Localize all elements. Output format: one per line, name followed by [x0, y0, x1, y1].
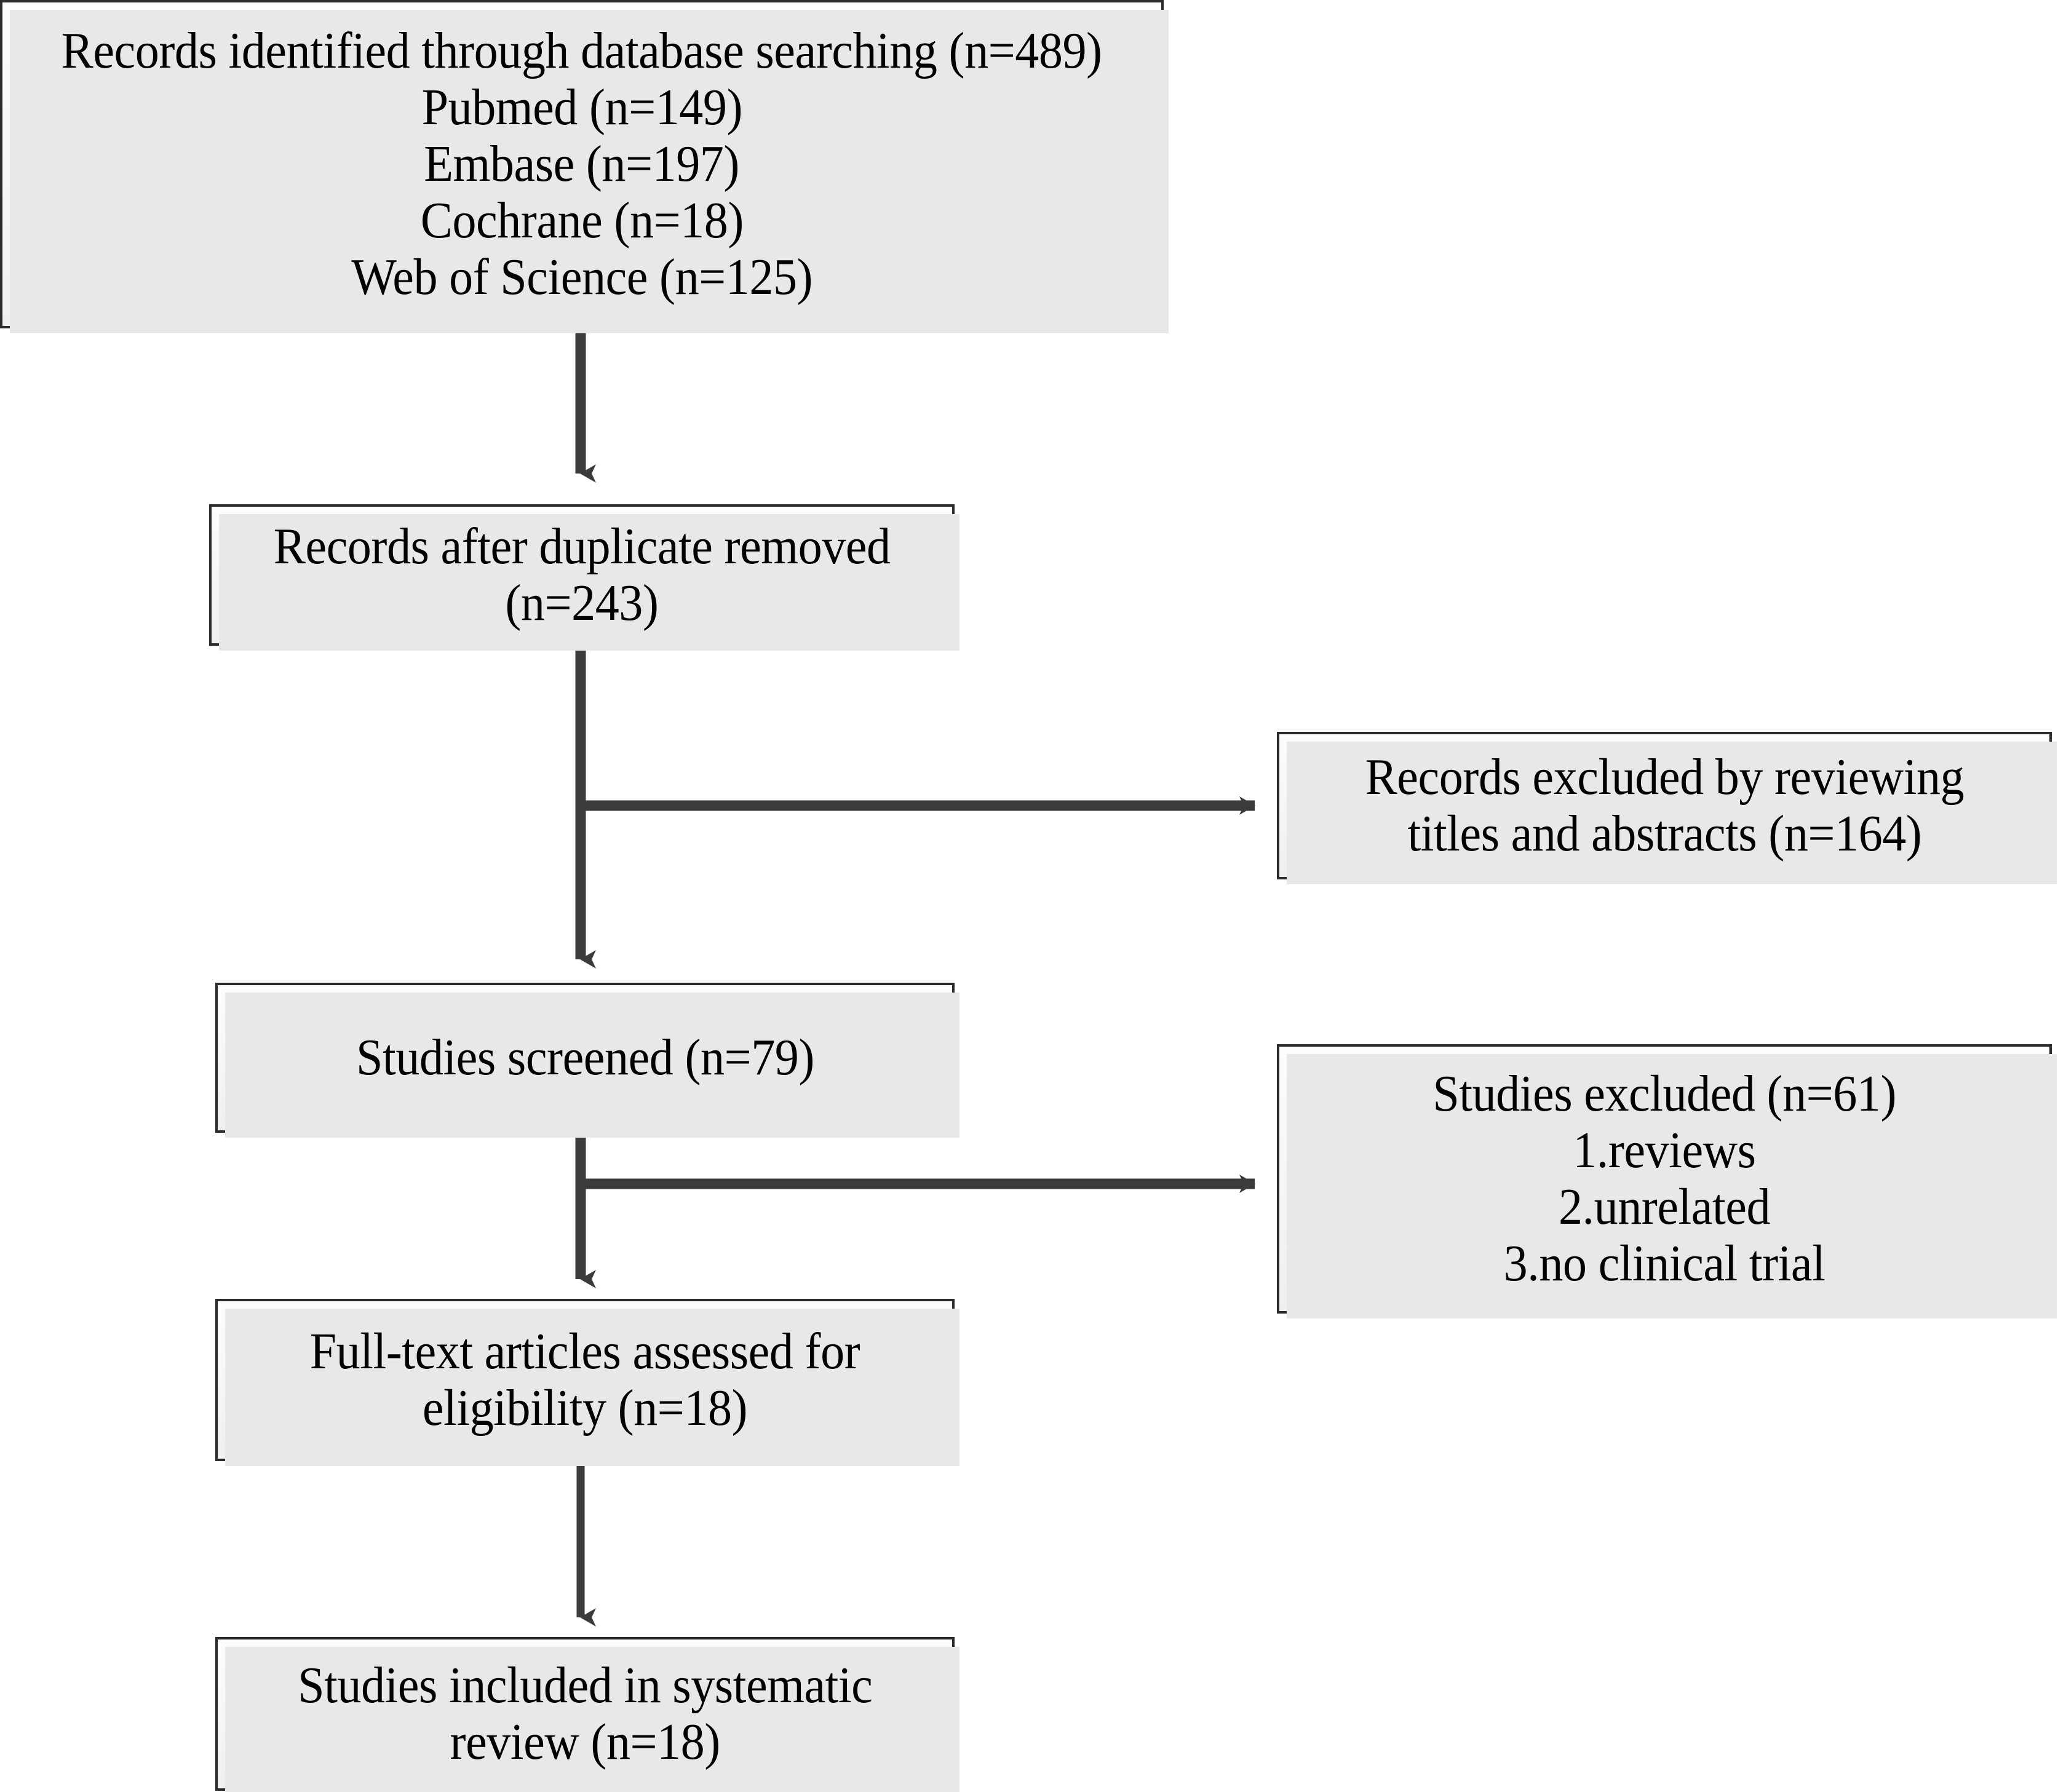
box-shadow [225, 993, 959, 1138]
studies-excluded-box: Studies excluded (n=61) 1.reviews 2.unre… [1277, 1044, 2057, 1318]
studies-screened-line-1: Studies screened (n=79) [356, 1029, 814, 1086]
box-shadow [219, 514, 959, 651]
records-identified-box: Records identified through database sear… [0, 0, 1169, 333]
box-shadow [10, 10, 1169, 333]
full-text-line-2: eligibility (n=18) [422, 1379, 748, 1437]
records-after-duplicate-removed-count: (n=243) [505, 574, 659, 632]
full-text-articles-assessed-box: Full-text articles assessed for eligibil… [215, 1299, 959, 1466]
studies-excluded-reason-3: 3.no clinical trial [1503, 1235, 1826, 1292]
studies-excluded-line-1: Studies excluded (n=61) [1432, 1065, 1896, 1122]
records-excluded-line-1: Records excluded by reviewing [1365, 748, 1964, 806]
records-identified-line-cochrane: Cochrane (n=18) [420, 192, 744, 249]
records-identified-line-web-of-science: Web of Science (n=125) [351, 248, 812, 306]
studies-excluded-reason-2: 2.unrelated [1558, 1178, 1771, 1235]
studies-excluded-reason-1: 1.reviews [1573, 1122, 1756, 1179]
records-after-duplicate-removed-box: Records after duplicate removed (n=243) [209, 504, 959, 651]
records-identified-line-embase: Embase (n=197) [424, 135, 740, 192]
studies-included-box: Studies included in systematic review (n… [215, 1637, 959, 1792]
box-shadow [225, 1309, 959, 1466]
box-shadow [225, 1647, 959, 1792]
studies-included-line-1: Studies included in systematic [297, 1657, 873, 1714]
records-identified-line-pubmed: Pubmed (n=149) [421, 79, 742, 136]
records-identified-line-1: Records identified through database sear… [62, 22, 1102, 79]
records-excluded-line-2: titles and abstracts (n=164) [1407, 805, 1921, 862]
records-after-duplicate-removed-line-1: Records after duplicate removed [273, 518, 891, 575]
box-shadow [1287, 742, 2057, 884]
studies-screened-box: Studies screened (n=79) [215, 983, 959, 1138]
full-text-line-1: Full-text articles assessed for [309, 1323, 860, 1380]
box-shadow [1287, 1054, 2057, 1318]
records-excluded-titles-abstracts-box: Records excluded by reviewing titles and… [1277, 732, 2057, 884]
studies-included-line-2: review (n=18) [450, 1713, 720, 1770]
